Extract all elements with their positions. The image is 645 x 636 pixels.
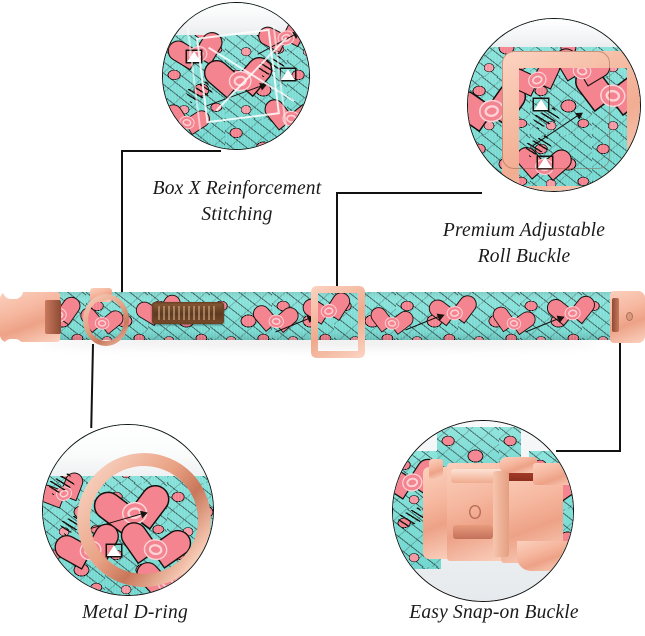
callout-photo-snap-buckle [392, 420, 574, 602]
snap-buckle-notch-top [3, 287, 23, 299]
triangle-motif [187, 51, 201, 62]
leader-line-rollbuckle-vertical [336, 192, 338, 302]
roll-buckle-frame-edge [502, 51, 610, 169]
leader-line-snapbuckle-vertical [619, 340, 621, 452]
roll-buckle-frame [502, 51, 640, 191]
snap-buckle-male-base [517, 541, 567, 571]
collar-roll-buckle [311, 286, 365, 358]
box-x-stitch [196, 28, 280, 124]
collar-snap-buckle-left [0, 292, 61, 342]
label-line-1: Easy Snap-on Buckle [409, 602, 579, 623]
heart-motif [498, 308, 527, 335]
snap-buckle-right-seam [612, 298, 619, 332]
label-easy-snap-on-buckle: Easy Snap-on Buckle [360, 600, 628, 626]
label-line-2: Stitching [201, 204, 273, 225]
snap-buckle-notch-bottom [3, 339, 23, 351]
snap-buckle-female-slot-bottom [453, 525, 493, 539]
fabric-swatch [163, 3, 309, 149]
leader-line-stitching-vertical [121, 150, 123, 306]
fabric-swatch [43, 425, 213, 595]
snap-buckle-female-slot-top [451, 469, 503, 483]
feather-motif [397, 506, 425, 530]
leader-line-snapbuckle-horizontal [556, 450, 621, 452]
callout-photo-d-ring [42, 424, 214, 596]
fabric-swatch [468, 19, 640, 191]
label-box-x-reinforcement-stitching: Box X Reinforcement Stitching [112, 176, 362, 228]
dog-collar [0, 286, 645, 358]
label-line-1: Metal D-ring [82, 602, 188, 623]
label-line-2: Roll Buckle [477, 246, 571, 267]
callout-photo-roll-buckle [467, 18, 641, 192]
photo-background-top [468, 19, 640, 47]
snap-buckle-male-tab [499, 457, 537, 473]
label-line-1: Premium Adjustable [442, 220, 606, 241]
callout-photo-box-x-stitching [162, 2, 310, 150]
label-metal-d-ring: Metal D-ring [20, 600, 250, 626]
snap-buckle-seam [493, 471, 509, 557]
leader-line-dring-vertical [90, 343, 94, 429]
leader-line-rollbuckle-horizontal [336, 192, 482, 194]
photo-background [393, 421, 573, 601]
label-premium-adjustable-roll-buckle: Premium Adjustable Roll Buckle [405, 218, 643, 270]
snap-buckle-thumb-notch [469, 505, 481, 519]
fabric-strap-top [437, 427, 521, 467]
snap-buckle-female-tab [429, 459, 443, 479]
leather-logo-patch [152, 302, 224, 324]
collar-d-ring [83, 294, 129, 346]
leader-line-stitching-horizontal [121, 150, 221, 152]
snap-buckle-male-prong [533, 463, 573, 485]
triangle-motif [281, 69, 295, 80]
snap-buckle-right-hole [626, 312, 633, 321]
heart-motif [377, 308, 405, 334]
embossed-logo [158, 306, 218, 320]
label-line-1: Box X Reinforcement [152, 178, 322, 199]
